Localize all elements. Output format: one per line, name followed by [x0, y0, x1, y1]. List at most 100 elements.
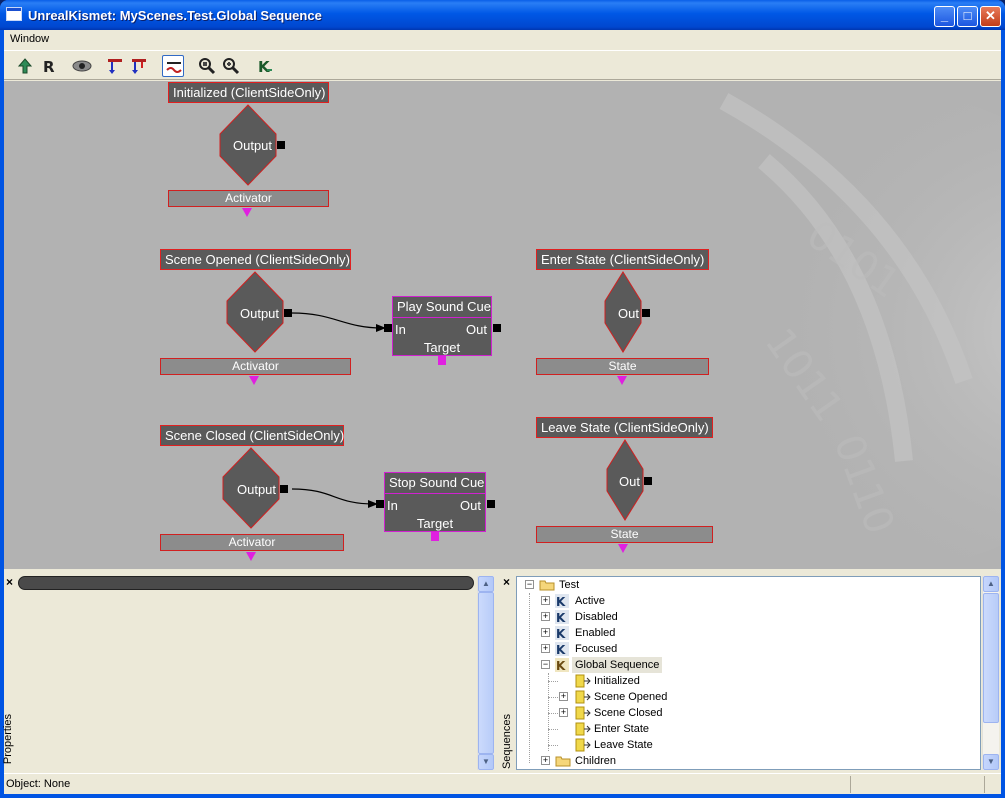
event-icon	[575, 722, 591, 736]
folder-open-icon	[539, 580, 555, 591]
menu-window[interactable]: Window	[10, 33, 50, 45]
properties-grid[interactable]	[18, 576, 478, 770]
output-port-label: Output	[237, 482, 277, 497]
curvy-lines-icon[interactable]	[162, 55, 184, 77]
event-scene-opened-title[interactable]: Scene Opened (ClientSideOnly)	[160, 249, 351, 270]
out-port[interactable]	[642, 309, 650, 317]
svg-text:K: K	[556, 611, 566, 624]
kismet-k-icon[interactable]: K	[254, 55, 276, 77]
event-scene-opened-body[interactable]	[226, 271, 284, 353]
rename-icon[interactable]: R	[38, 55, 60, 77]
app-window-icon	[6, 7, 22, 21]
status-separator	[984, 776, 985, 793]
scroll-thumb[interactable]	[478, 592, 494, 754]
properties-scrollbar[interactable]: ▲ ▼	[477, 576, 494, 770]
title-bar[interactable]: UnrealKismet: MyScenes.Test.Global Seque…	[0, 0, 1005, 30]
out-port[interactable]	[644, 477, 652, 485]
tree-item-label: Test	[559, 579, 580, 591]
out-port-label: Out	[460, 498, 481, 513]
var-link-pin-icon[interactable]	[242, 208, 252, 217]
expand-icon[interactable]: +	[541, 643, 550, 653]
svg-text:K: K	[556, 595, 566, 608]
maximize-button[interactable]: □	[957, 6, 978, 27]
action-title: Stop Sound Cue	[385, 473, 485, 494]
event-scene-closed-body[interactable]	[222, 447, 280, 529]
target-pin-icon[interactable]	[431, 532, 439, 541]
show-connectors-icon[interactable]	[128, 55, 150, 77]
out-port-label: Out	[618, 306, 639, 321]
properties-pane: × Properties ▲ ▼	[2, 574, 494, 772]
in-port[interactable]	[384, 324, 392, 332]
event-scene-closed-title[interactable]: Scene Closed (ClientSideOnly)	[160, 425, 344, 446]
sequence-tree[interactable]: − Test + K Active + K Disabled + K	[516, 576, 981, 770]
event-title-text: Enter State (ClientSideOnly)	[541, 252, 705, 267]
in-port-label: In	[387, 498, 398, 513]
output-port[interactable]	[277, 141, 285, 149]
scroll-up-icon[interactable]: ▲	[478, 576, 494, 592]
expand-icon[interactable]: +	[541, 755, 550, 765]
properties-category-header[interactable]	[18, 576, 474, 590]
expand-icon[interactable]: +	[541, 595, 550, 605]
scroll-down-icon[interactable]: ▼	[983, 754, 999, 770]
tree-item-label: Disabled	[575, 611, 618, 623]
scroll-thumb[interactable]	[983, 593, 999, 723]
event-initialized-title[interactable]: Initialized (ClientSideOnly)	[168, 82, 329, 103]
parent-sequence-icon[interactable]	[14, 55, 36, 77]
target-pin-icon[interactable]	[438, 356, 446, 365]
activator-var-link[interactable]: Activator	[160, 534, 344, 551]
window-title: UnrealKismet: MyScenes.Test.Global Seque…	[28, 8, 322, 23]
properties-label: Properties	[2, 714, 14, 765]
var-link-pin-icon[interactable]	[249, 376, 259, 385]
expand-icon[interactable]: +	[559, 707, 568, 717]
zoom-to-fit-icon[interactable]	[196, 55, 218, 77]
close-icon[interactable]: ×	[6, 575, 14, 589]
sequence-canvas[interactable]: 0101 1011 0110 Initialized (ClientSideOn…	[4, 81, 1001, 569]
action-stop-sound-cue[interactable]: Stop Sound Cue In Out Target	[384, 472, 486, 532]
close-button[interactable]: ✕	[980, 6, 1001, 27]
status-bar: Object: None	[4, 773, 1001, 794]
activator-var-link[interactable]: Activator	[160, 358, 351, 375]
close-icon[interactable]: ×	[503, 575, 511, 589]
action-title: Play Sound Cue	[393, 297, 491, 318]
state-var-link[interactable]: State	[536, 358, 709, 375]
output-port[interactable]	[280, 485, 288, 493]
collapse-icon[interactable]: −	[525, 579, 534, 589]
visibility-eye-icon[interactable]	[70, 55, 92, 77]
expand-icon[interactable]: +	[559, 691, 568, 701]
var-link-pin-icon[interactable]	[618, 544, 628, 553]
collapse-icon[interactable]: −	[541, 659, 550, 669]
activator-var-link[interactable]: Activator	[168, 190, 329, 207]
folder-icon	[555, 756, 571, 767]
event-title-text: Scene Closed (ClientSideOnly)	[165, 428, 345, 443]
event-initialized-body[interactable]	[219, 104, 277, 186]
sequence-k-icon: K	[555, 610, 569, 624]
in-port[interactable]	[376, 500, 384, 508]
out-port[interactable]	[487, 500, 495, 508]
svg-text:K: K	[556, 643, 566, 656]
zoom-selected-icon[interactable]	[220, 55, 242, 77]
expand-icon[interactable]: +	[541, 627, 550, 637]
var-link-pin-icon[interactable]	[617, 376, 627, 385]
hide-unused-connectors-icon[interactable]	[104, 55, 126, 77]
event-enter-state-body[interactable]	[604, 271, 642, 353]
event-icon	[575, 706, 591, 720]
minimize-button[interactable]: _	[934, 6, 955, 27]
output-port[interactable]	[284, 309, 292, 317]
var-link-pin-icon[interactable]	[246, 552, 256, 561]
action-play-sound-cue[interactable]: Play Sound Cue In Out Target	[392, 296, 492, 356]
tree-item-label: Active	[575, 595, 605, 607]
background-watermark: 0101 1011 0110	[624, 91, 1001, 569]
status-separator	[850, 776, 851, 793]
event-leave-state-body[interactable]	[606, 439, 644, 521]
svg-text:K: K	[556, 659, 566, 672]
sequences-scrollbar[interactable]: ▲ ▼	[982, 576, 999, 770]
expand-icon[interactable]: +	[541, 611, 550, 621]
event-enter-state-title[interactable]: Enter State (ClientSideOnly)	[536, 249, 709, 270]
scroll-down-icon[interactable]: ▼	[478, 754, 494, 770]
event-leave-state-title[interactable]: Leave State (ClientSideOnly)	[536, 417, 713, 438]
horizontal-splitter[interactable]	[4, 569, 1001, 574]
in-port-label: In	[395, 322, 406, 337]
scroll-up-icon[interactable]: ▲	[983, 576, 999, 592]
out-port[interactable]	[493, 324, 501, 332]
state-var-link[interactable]: State	[536, 526, 713, 543]
